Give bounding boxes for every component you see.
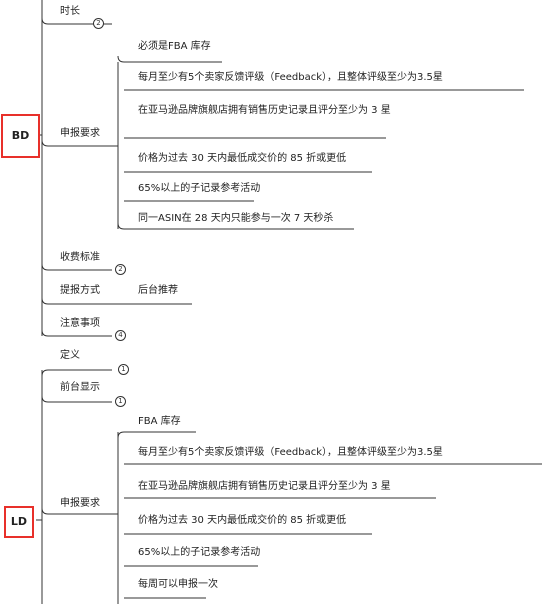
bd-req-item-5[interactable]: 65%以上的子记录参考活动 bbox=[138, 183, 261, 194]
bd-notes-connector bbox=[41, 329, 112, 337]
ld-definition-label[interactable]: 定义 bbox=[60, 350, 80, 361]
ld-req-item-2[interactable]: 每月至少有5个卖家反馈评级（Feedback），且整体评级至少为3.5星 bbox=[138, 447, 443, 458]
ld-req-item-1[interactable]: FBA 库存 bbox=[138, 416, 181, 427]
ld-req-item-6[interactable]: 每周可以申报一次 bbox=[138, 579, 218, 590]
bd-fee-badge[interactable]: 2 bbox=[115, 264, 126, 275]
bd-req-item-1-line bbox=[117, 55, 222, 63]
bd-method-value[interactable]: 后台推荐 bbox=[138, 285, 178, 296]
ld-req-item-3[interactable]: 在亚马逊品牌旗舰店拥有销售历史记录且评分至少为 3 星 bbox=[138, 481, 391, 492]
bd-method-connector bbox=[41, 297, 192, 305]
ld-definition-connector bbox=[41, 369, 112, 377]
bd-requirements-connector bbox=[41, 139, 112, 147]
ld-definition-badge[interactable]: 1 bbox=[118, 364, 129, 375]
bd-requirements-label[interactable]: 申报要求 bbox=[60, 128, 100, 139]
ld-requirements-connector bbox=[41, 507, 112, 515]
ld-req-item-4[interactable]: 价格为过去 30 天内最低成交价的 85 折或更低 bbox=[138, 515, 347, 526]
bd-notes-label[interactable]: 注意事项 bbox=[60, 318, 100, 329]
bd-root[interactable]: BD bbox=[1, 114, 40, 158]
ld-display-label[interactable]: 前台显示 bbox=[60, 382, 100, 393]
bd-req-item-6-line bbox=[117, 222, 354, 230]
ld-req-item-1-line bbox=[117, 431, 196, 439]
bd-req-item-4[interactable]: 价格为过去 30 天内最低成交价的 85 折或更低 bbox=[138, 153, 347, 164]
bd-fee-connector bbox=[41, 263, 112, 271]
bd-req-item-1[interactable]: 必须是FBA 库存 bbox=[138, 41, 211, 52]
bd-req-item-2[interactable]: 每月至少有5个卖家反馈评级（Feedback），且整体评级至少为3.5星 bbox=[138, 72, 443, 83]
ld-requirements-label[interactable]: 申报要求 bbox=[60, 498, 100, 509]
bd-method-label[interactable]: 提报方式 bbox=[60, 285, 100, 296]
ld-root[interactable]: LD bbox=[4, 506, 34, 538]
bd-fee-label[interactable]: 收费标准 bbox=[60, 252, 100, 263]
bd-duration-badge[interactable]: 2 bbox=[93, 18, 104, 29]
bd-req-item-6[interactable]: 同一ASIN在 28 天内只能参与一次 7 天秒杀 bbox=[138, 213, 334, 224]
ld-display-badge[interactable]: 1 bbox=[115, 396, 126, 407]
bd-notes-badge[interactable]: 4 bbox=[115, 330, 126, 341]
bd-duration-label[interactable]: 时长 bbox=[60, 6, 80, 17]
ld-display-connector bbox=[41, 395, 112, 403]
bd-req-item-3[interactable]: 在亚马逊品牌旗舰店拥有销售历史记录且评分至少为 3 星 bbox=[138, 105, 391, 116]
ld-req-item-5[interactable]: 65%以上的子记录参考活动 bbox=[138, 547, 261, 558]
bd-duration-connector bbox=[41, 17, 112, 25]
